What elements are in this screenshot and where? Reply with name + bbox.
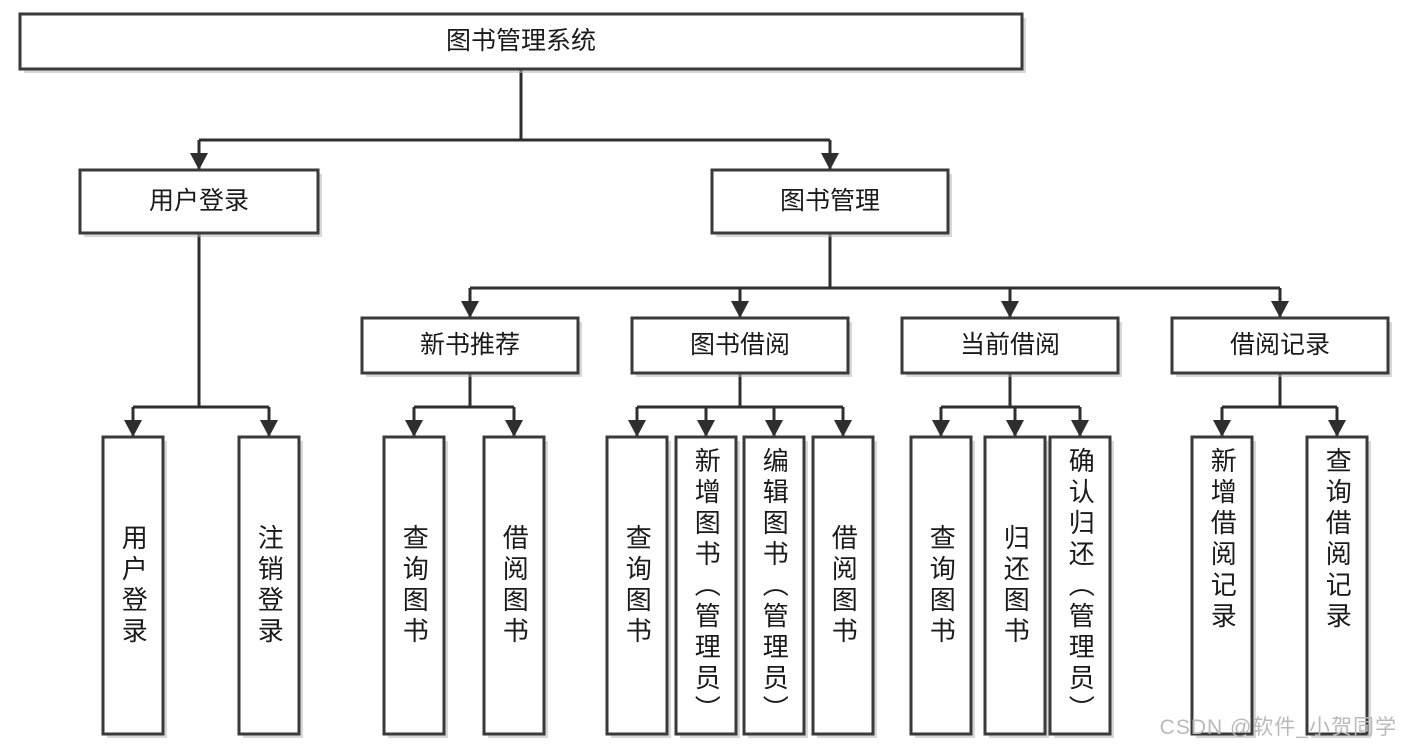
node-user-login[interactable]: 用户登录 bbox=[78, 168, 322, 237]
node-rect[interactable] bbox=[237, 435, 301, 736]
arrow-head bbox=[765, 420, 783, 437]
node-leaf-add-book[interactable] bbox=[674, 435, 740, 738]
edge-group-borrow-record bbox=[1213, 373, 1346, 437]
arrow-head bbox=[834, 420, 852, 437]
arrow-head bbox=[1328, 420, 1346, 437]
watermark-text: CSDN @软件_小贺同学 bbox=[1159, 716, 1397, 739]
edge-group-current-borrow bbox=[932, 373, 1089, 437]
node-rect[interactable] bbox=[630, 316, 850, 375]
arrow-head bbox=[1213, 420, 1231, 437]
node-book-borrow[interactable]: 图书借阅 bbox=[630, 316, 852, 377]
node-leaf-borrow-book-2[interactable] bbox=[811, 435, 877, 738]
node-label: 新书推荐 bbox=[420, 331, 520, 359]
arrow-head bbox=[1071, 420, 1089, 437]
node-leaf-add-record[interactable] bbox=[1190, 435, 1256, 738]
node-rect[interactable] bbox=[605, 435, 669, 736]
arrow-head bbox=[1001, 301, 1019, 318]
node-book-manage[interactable]: 图书管理 bbox=[710, 168, 952, 237]
node-leaf-confirm-return[interactable] bbox=[1048, 435, 1114, 738]
node-rect[interactable] bbox=[101, 435, 165, 736]
node-root[interactable]: 图书管理系统 bbox=[18, 12, 1026, 73]
node-label: 用户登录 bbox=[149, 187, 249, 215]
node-rect[interactable] bbox=[742, 435, 806, 736]
node-leaf-user-login[interactable] bbox=[101, 435, 167, 738]
node-rect[interactable] bbox=[983, 435, 1047, 736]
node-rect[interactable] bbox=[710, 168, 950, 235]
node-leaf-return-book[interactable] bbox=[983, 435, 1049, 738]
node-rect[interactable] bbox=[360, 316, 580, 375]
node-rect[interactable] bbox=[1170, 316, 1390, 375]
arrow-head bbox=[260, 420, 278, 437]
node-leaf-query-book-3[interactable] bbox=[909, 435, 975, 738]
node-label: 图书管理 bbox=[780, 187, 880, 215]
connector-layer bbox=[124, 69, 1346, 437]
node-rect[interactable] bbox=[382, 435, 446, 736]
node-label: 图书管理系统 bbox=[446, 27, 596, 55]
edge-group-user-login bbox=[124, 233, 278, 437]
node-rect[interactable] bbox=[1305, 435, 1369, 736]
edge-group-root bbox=[190, 69, 839, 170]
node-new-book-recommend[interactable]: 新书推荐 bbox=[360, 316, 582, 377]
edge-group-book-borrow bbox=[628, 373, 852, 437]
node-label: 图书借阅 bbox=[690, 331, 790, 359]
node-rect[interactable] bbox=[78, 168, 320, 235]
arrow-head bbox=[124, 420, 142, 437]
arrow-head bbox=[731, 301, 749, 318]
node-leaf-query-book-2[interactable] bbox=[605, 435, 671, 738]
node-label: 借阅记录 bbox=[1230, 331, 1330, 359]
arrow-head bbox=[628, 420, 646, 437]
node-rect[interactable] bbox=[18, 12, 1024, 71]
arrow-head bbox=[697, 420, 715, 437]
node-leaf-query-book-1[interactable] bbox=[382, 435, 448, 738]
node-leaf-query-record[interactable] bbox=[1305, 435, 1371, 738]
node-rect[interactable] bbox=[900, 316, 1120, 375]
arrow-head bbox=[461, 301, 479, 318]
edge-group-book-manage bbox=[461, 233, 1289, 318]
arrow-head bbox=[932, 420, 950, 437]
node-rect[interactable] bbox=[674, 435, 738, 736]
node-rect[interactable] bbox=[909, 435, 973, 736]
node-rect[interactable] bbox=[482, 435, 546, 736]
node-leaf-edit-book[interactable] bbox=[742, 435, 808, 738]
node-label: 当前借阅 bbox=[960, 331, 1060, 359]
edge-group-new-book-recommend bbox=[405, 373, 523, 437]
node-current-borrow[interactable]: 当前借阅 bbox=[900, 316, 1122, 377]
arrow-head bbox=[1271, 301, 1289, 318]
arrow-head bbox=[505, 420, 523, 437]
node-rect[interactable] bbox=[811, 435, 875, 736]
node-leaf-logout-login[interactable] bbox=[237, 435, 303, 738]
node-rect[interactable] bbox=[1048, 435, 1112, 736]
node-borrow-record[interactable]: 借阅记录 bbox=[1170, 316, 1392, 377]
arrow-head bbox=[405, 420, 423, 437]
arrow-head bbox=[1006, 420, 1024, 437]
arrow-head bbox=[821, 153, 839, 170]
node-rect[interactable] bbox=[1190, 435, 1254, 736]
arrow-head bbox=[190, 153, 208, 170]
node-leaf-borrow-book-1[interactable] bbox=[482, 435, 548, 738]
